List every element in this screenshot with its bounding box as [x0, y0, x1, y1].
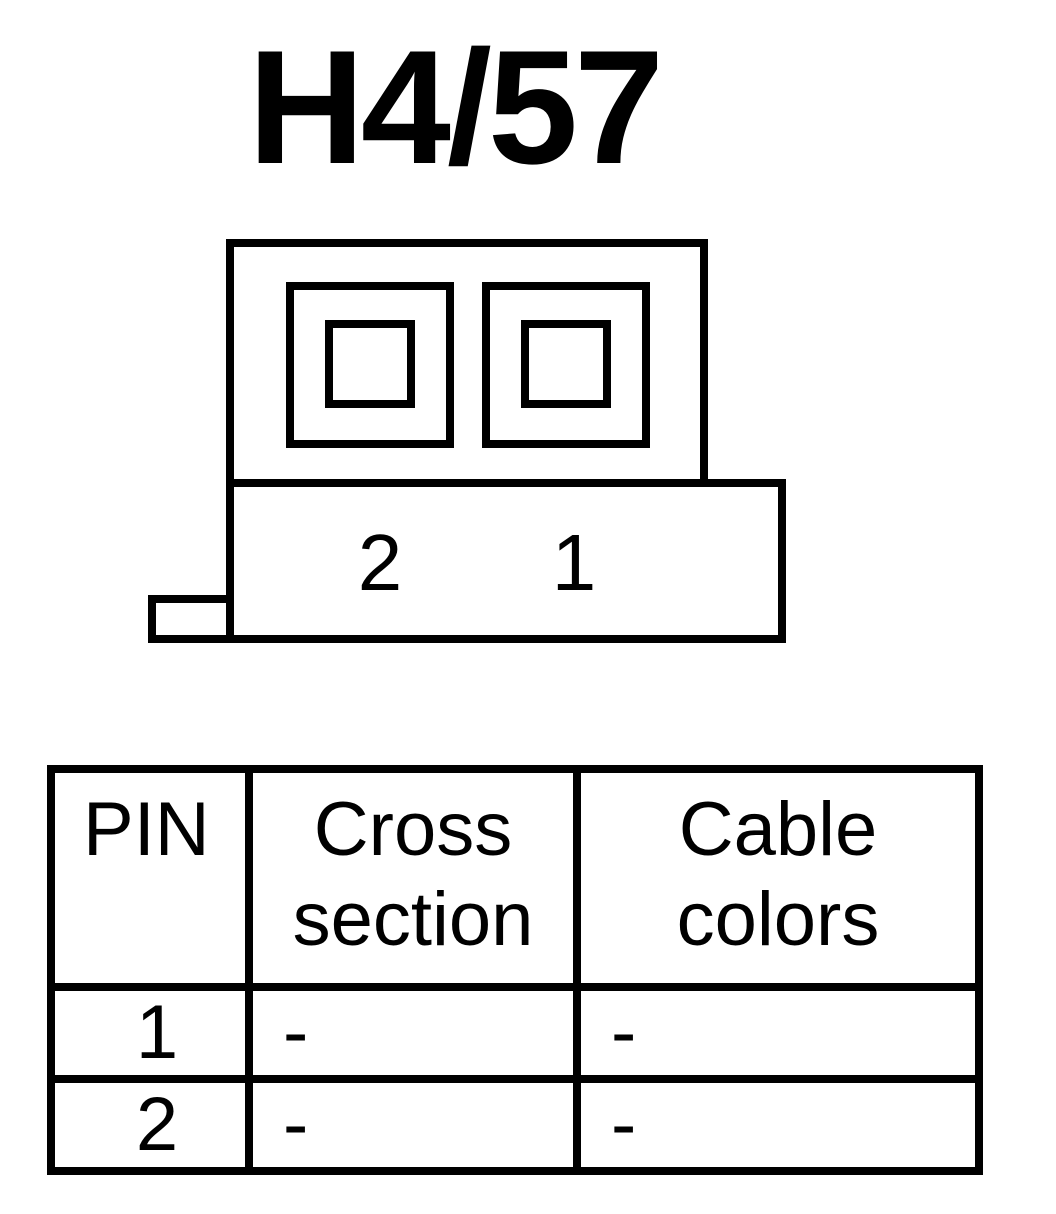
- pin-header-label: PIN: [83, 787, 210, 872]
- cable-colors-header-line2: colors: [676, 877, 880, 962]
- pin-label-2: 2: [358, 518, 403, 607]
- pin-label-1: 1: [552, 518, 597, 607]
- cross-section-value: -: [245, 983, 581, 1083]
- cable-colors-header-line1: Cable: [678, 787, 878, 872]
- pin-1-terminal: [521, 320, 611, 408]
- table-row: 2 - -: [47, 1075, 983, 1175]
- connector-diagram: 2 1: [148, 239, 786, 643]
- pin-2-terminal: [325, 320, 415, 408]
- cross-section-header-line2: section: [292, 877, 534, 962]
- table-row: 1 - -: [47, 983, 983, 1083]
- pin-header: PIN: [47, 765, 253, 991]
- pin-number: 1: [47, 983, 253, 1083]
- pin-number: 2: [47, 1075, 253, 1175]
- cable-colors-value: -: [573, 1075, 983, 1175]
- pin-1-cavity: [482, 282, 650, 448]
- cross-section-value: -: [245, 1075, 581, 1175]
- table-header-row: PIN Cross section Cable colors: [47, 765, 983, 991]
- connector-lower-body: [226, 479, 786, 643]
- cable-colors-header: Cable colors: [573, 765, 983, 991]
- cable-colors-value: -: [573, 983, 983, 1083]
- connector-locking-tab: [148, 595, 234, 643]
- pin-2-cavity: [286, 282, 454, 448]
- cross-section-header: Cross section: [245, 765, 581, 991]
- cross-section-header-line1: Cross: [313, 787, 513, 872]
- pin-assignment-table: PIN Cross section Cable colors 1 - - 2 -…: [47, 765, 983, 1175]
- connector-title: H4/57: [247, 17, 664, 198]
